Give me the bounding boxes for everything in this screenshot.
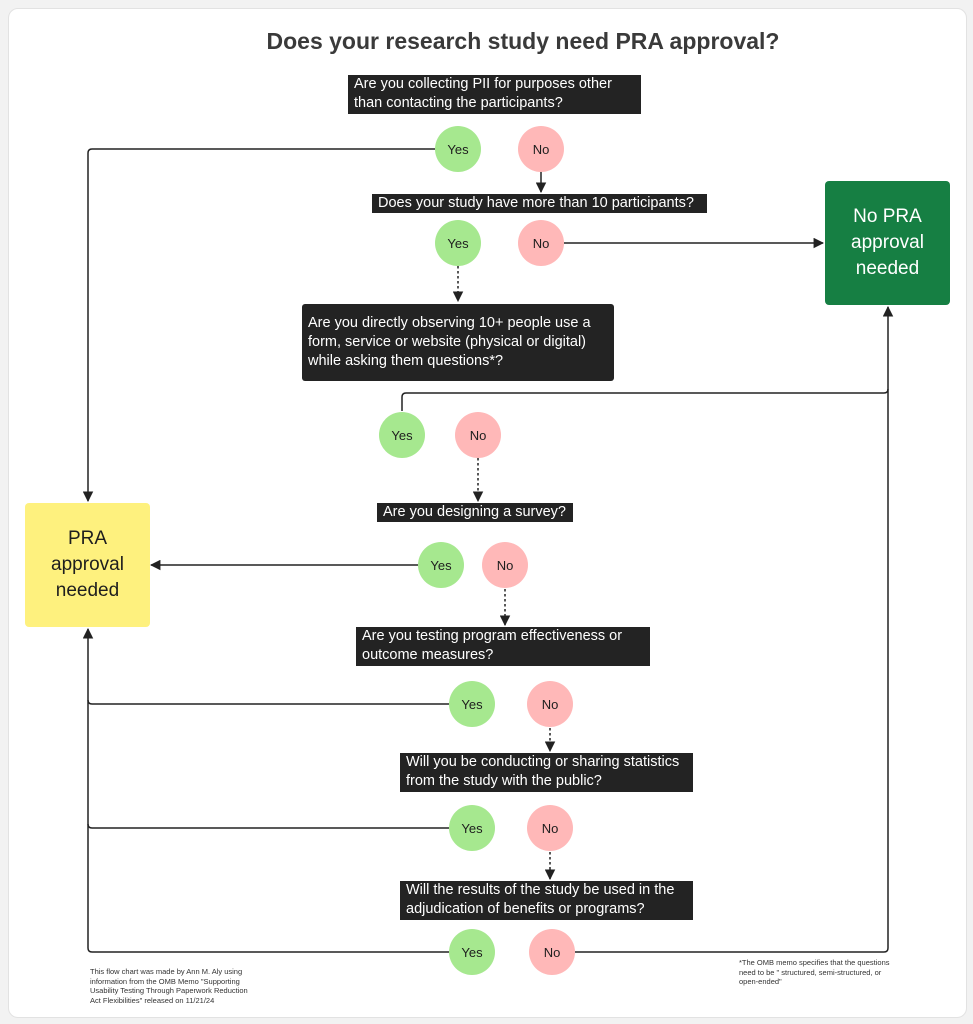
- note-line: need to be " structured, semi-structured…: [739, 967, 882, 977]
- question-line: Will you be conducting or sharing statis…: [406, 754, 680, 770]
- outcome-line: approval: [851, 232, 924, 253]
- question-line: Are you collecting PII for purposes othe…: [354, 76, 612, 92]
- credit-note: This flow chart was made by Ann M. Aly u…: [90, 967, 248, 1005]
- q7-no-node: No: [529, 929, 575, 975]
- q4-yes-node: Yes: [418, 542, 464, 588]
- note-line: Usability Testing Through Paperwork Redu…: [90, 986, 248, 995]
- note-line: This flow chart was made by Ann M. Aly u…: [90, 967, 243, 976]
- outcome-line: approval: [51, 554, 124, 575]
- q4-no-node: No: [482, 542, 528, 588]
- connector-q6-yes-to-pra: [87, 700, 449, 829]
- no-pra-approval-box: No PRA approval needed: [825, 181, 950, 305]
- question-line: while asking them questions*?: [308, 353, 504, 369]
- note-line: information from the OMB Memo "Supportin…: [90, 976, 240, 986]
- question-line: Does your study have more than 10 partic…: [378, 195, 694, 211]
- question-line: Are you designing a survey?: [383, 504, 566, 520]
- q3-yes-node: Yes: [379, 412, 425, 458]
- outcome-line: needed: [55, 580, 120, 601]
- page-title: Does your research study need PRA approv…: [266, 28, 780, 54]
- question-line: Are you directly observing 10+ people us…: [308, 315, 591, 331]
- outcome-line: needed: [855, 258, 920, 279]
- question-pii: Are you collecting PII for purposes othe…: [348, 75, 641, 114]
- question-line: from the study with the public?: [406, 773, 602, 789]
- question-line: Will the results of the study be used in…: [406, 882, 675, 898]
- question-line: Are you testing program effectiveness or: [362, 628, 623, 644]
- question-statistics: Will you be conducting or sharing statis…: [400, 753, 693, 792]
- q2-no-node: No: [518, 220, 564, 266]
- pra-approval-box: PRA approval needed: [25, 503, 150, 627]
- q5-yes-node: Yes: [449, 681, 495, 727]
- q2-yes-node: Yes: [435, 220, 481, 266]
- question-line: form, service or website (physical or di…: [308, 334, 587, 350]
- question-effectiveness: Are you testing program effectiveness or…: [356, 627, 650, 666]
- note-line: Act Flexibilities" released on 11/21/24: [90, 995, 215, 1005]
- q6-no-node: No: [527, 805, 573, 851]
- question-line: than contacting the participants?: [354, 95, 563, 111]
- question-survey: Are you designing a survey?: [377, 503, 573, 522]
- note-line: *The OMB memo specifies that the questio…: [739, 958, 890, 967]
- connector-q1-yes-to-pra: [82, 148, 435, 503]
- question-adjudication: Will the results of the study be used in…: [400, 881, 693, 920]
- q1-yes-node: Yes: [435, 126, 481, 172]
- q3-no-node: No: [455, 412, 501, 458]
- q6-yes-node: Yes: [449, 805, 495, 851]
- q7-yes-node: Yes: [449, 929, 495, 975]
- question-observing: Are you directly observing 10+ people us…: [302, 304, 614, 381]
- question-line: adjudication of benefits or programs?: [406, 901, 645, 917]
- footnote: *The OMB memo specifies that the questio…: [739, 958, 890, 987]
- note-line: open-ended": [739, 977, 782, 986]
- question-participants: Does your study have more than 10 partic…: [372, 194, 707, 213]
- q5-no-node: No: [527, 681, 573, 727]
- outcome-line: No PRA: [853, 206, 922, 227]
- connector-q7-no-to-no-pra: [575, 389, 889, 953]
- q1-no-node: No: [518, 126, 564, 172]
- question-line: outcome measures?: [362, 647, 494, 663]
- connector-q7-yes-to-pra: [87, 824, 449, 953]
- outcome-line: PRA: [67, 528, 108, 549]
